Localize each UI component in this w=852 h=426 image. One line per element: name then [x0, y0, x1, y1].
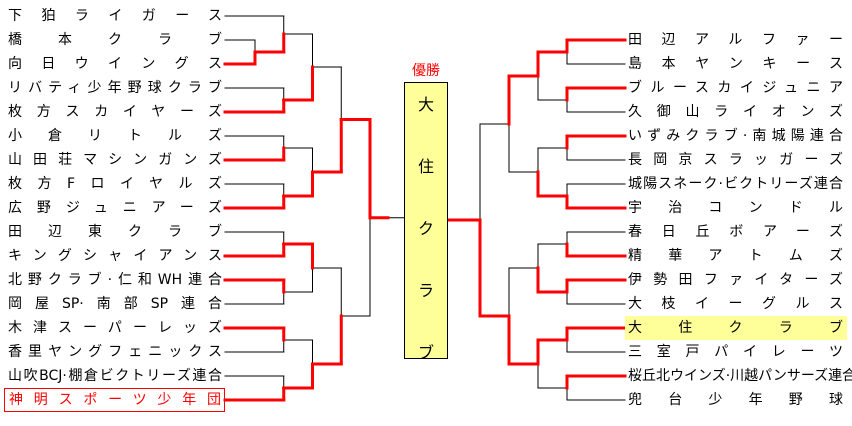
left-team-label: 岡屋SP·南部SP連合: [8, 296, 222, 312]
left-team-label: リバティ少年野球クラブ: [8, 80, 222, 96]
left-team-label: 広野ジュニアーズ: [8, 200, 222, 216]
left-team-label: 向日ウイングス: [8, 56, 222, 72]
left-team-label: 神明スポーツ少年団: [4, 388, 225, 412]
left-team-label: 田辺東クラブ: [8, 224, 222, 240]
right-team-label: 城陽スネーク·ビクトリーズ連合: [628, 176, 843, 192]
left-team-label: 下狛ライガース: [8, 8, 222, 24]
champion-name-char: ク: [417, 219, 434, 238]
left-team-label: 香里ヤングフェニックス: [8, 344, 222, 360]
right-team-label: 桜丘北ウインズ·川越パンサーズ連合: [628, 368, 852, 384]
right-team-label: 長岡京スラッガーズ: [628, 152, 843, 168]
left-team-label: 橋本クラブ: [8, 32, 222, 48]
right-team-label: いずみクラブ·南城陽連合: [628, 128, 843, 144]
right-team-label: 田辺アルファー: [628, 32, 843, 48]
champion-name-char: 大: [417, 95, 434, 114]
left-team-label: 北野クラブ·仁和WH連合: [8, 272, 222, 288]
left-team-label: 山田荘マシンガンズ: [8, 152, 222, 168]
right-team-label: 春日丘ボアーズ: [628, 224, 843, 240]
right-team-label: 兜台少年野球: [628, 392, 843, 408]
right-team-label: 島本ヤンキース: [628, 56, 843, 72]
left-team-label: 小倉リトルズ: [8, 128, 222, 144]
right-team-label: 伊勢田ファイターズ: [628, 272, 843, 288]
left-team-label: 枚方Fロイヤルズ: [8, 176, 222, 192]
left-team-label: キングシャイアンス: [8, 248, 222, 264]
right-team-label: 宇治コンドル: [628, 200, 843, 216]
right-team-label: ブルースカイジュニア: [628, 80, 843, 96]
champion-name-char: ブ: [417, 343, 434, 362]
left-team-label: 木津スーパーレッズ: [8, 320, 222, 336]
champion-box: 大住クラブ: [404, 82, 448, 362]
right-team-label: 大枝イーグルス: [628, 296, 843, 312]
right-team-label: 精華アトムズ: [628, 248, 843, 264]
right-team-label: 久御山ライオンズ: [628, 104, 843, 120]
champion-name-char: 住: [417, 157, 434, 176]
right-team-label: 大住クラブ: [625, 316, 847, 340]
champion-name-char: ラ: [417, 281, 434, 300]
champion-title: 優勝: [412, 63, 440, 79]
right-team-label: 三室戸パイレーツ: [628, 344, 843, 360]
left-team-label: 枚方スカイヤーズ: [8, 104, 222, 120]
left-team-label: 山吹BCJ·棚倉ビクトリーズ連合: [8, 368, 222, 384]
